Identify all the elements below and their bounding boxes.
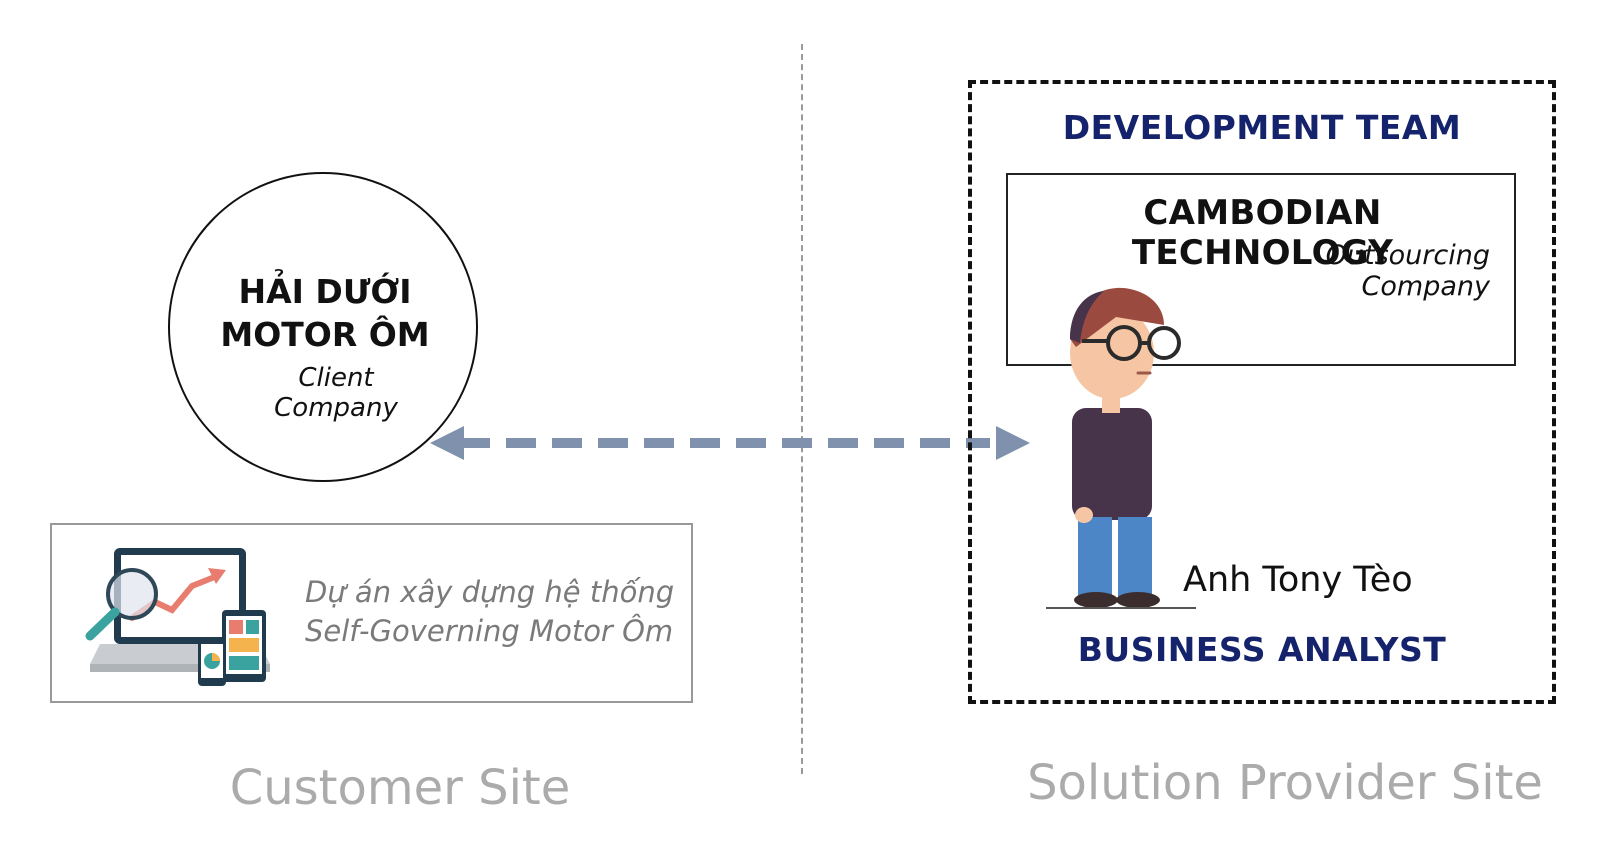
client-company-name: HẢI DƯỚI MOTOR ÔM bbox=[205, 270, 445, 356]
solution-provider-site-label: Solution Provider Site bbox=[1027, 755, 1543, 811]
project-line1: Dự án xây dựng hệ thống bbox=[305, 575, 675, 609]
project-description: Dự án xây dựng hệ thống Self-Governing M… bbox=[305, 573, 675, 651]
provider-company-subtitle: Outsourcing Company bbox=[1325, 240, 1490, 302]
project-box bbox=[50, 523, 693, 703]
business-analyst-avatar bbox=[1046, 287, 1196, 609]
client-name-line1: HẢI DƯỚI bbox=[238, 272, 412, 311]
laptop-analytics-icon bbox=[85, 548, 270, 686]
project-line2: Self-Governing Motor Ôm bbox=[305, 614, 674, 648]
customer-site-label: Customer Site bbox=[229, 760, 571, 816]
client-name-line2: MOTOR ÔM bbox=[220, 315, 430, 354]
provider-company-name: CAMBODIAN TECHNOLOGY bbox=[1131, 193, 1394, 273]
site-divider bbox=[801, 44, 803, 774]
communication-arrow bbox=[430, 426, 1030, 460]
client-company-circle bbox=[168, 172, 478, 482]
development-team-title: DEVELOPMENT TEAM bbox=[1062, 108, 1462, 147]
business-analyst-role: BUSINESS ANALYST bbox=[1077, 630, 1447, 669]
client-company-subtitle: Client Company bbox=[274, 363, 398, 423]
development-team-box bbox=[968, 80, 1556, 704]
business-analyst-name: Anh Tony Tèo bbox=[1183, 560, 1413, 600]
